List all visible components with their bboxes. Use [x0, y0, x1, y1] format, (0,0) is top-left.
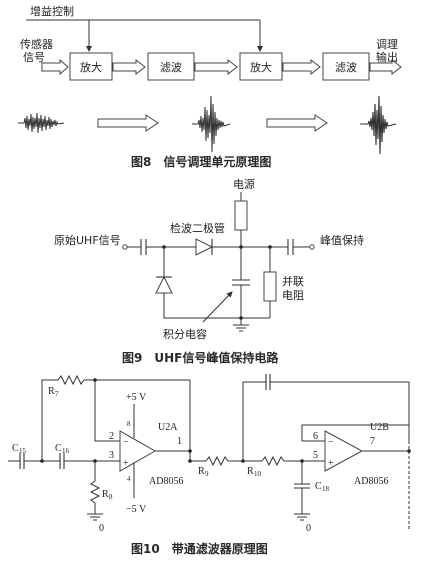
c16-label: C	[55, 443, 62, 454]
fig8-signal-conditioning-diagram: 增益控制 传感器 信号 放大 滤波 放大	[18, 4, 402, 169]
shunt-resistor-label-1: 并联	[282, 274, 304, 288]
block-filter-2-label: 滤波	[335, 61, 357, 74]
pin-4: 4	[127, 475, 131, 483]
svg-text:8: 8	[109, 493, 113, 501]
svg-text:15: 15	[19, 447, 27, 455]
flow-arrow	[282, 58, 321, 76]
resistor-r10	[261, 455, 285, 467]
shunt-resistor-label-2: 电阻	[282, 289, 304, 302]
ground-symbol	[294, 488, 310, 521]
pin-8: 8	[127, 420, 131, 428]
pin-1: 1	[177, 436, 182, 447]
r7-label: R	[48, 386, 55, 397]
r10-label: R	[247, 466, 254, 477]
c18-label: C	[315, 481, 322, 492]
vminus-label: −5 V	[126, 504, 147, 515]
gnd-b-label: 0	[306, 523, 311, 534]
pin-5: 5	[313, 450, 318, 461]
gain-control-label: 增益控制	[30, 4, 74, 18]
flow-arrow	[97, 114, 159, 132]
power-supply-label: 电源	[233, 177, 255, 191]
shunt-diode	[155, 275, 173, 294]
pin-7: 7	[370, 436, 375, 447]
opamp-u2b: − +	[324, 430, 364, 472]
uhf-input-label: 原始UHF信号	[54, 233, 121, 247]
r9-label: R	[198, 466, 205, 477]
input-terminal	[122, 244, 128, 250]
waveform-raw	[18, 112, 65, 134]
waveform-amplified	[192, 95, 231, 153]
flow-arrow	[266, 114, 328, 132]
fig9-peak-hold-circuit: 电源 检波二极管 原始UHF信号 峰值保持	[54, 177, 364, 365]
fig10-caption: 图10 带通滤波器原理图	[131, 541, 268, 556]
resistor-r7	[57, 374, 85, 386]
fig9-caption: 图9 UHF信号峰值保持电路	[122, 350, 279, 365]
block-filter-1-label: 滤波	[160, 61, 182, 74]
shunt-resistor	[263, 271, 277, 302]
pin-2: 2	[109, 431, 114, 442]
output-label-2: 输出	[376, 50, 398, 64]
sensor-signal-label-1: 传感器	[20, 38, 53, 51]
svg-text:+: +	[123, 458, 129, 469]
chip-b-label: AD8056	[354, 476, 388, 487]
svg-text:10: 10	[254, 470, 262, 478]
flow-arrow	[112, 58, 146, 76]
ground-symbol	[87, 503, 103, 521]
fig8-caption: 图8 信号调理单元原理图	[131, 154, 271, 169]
svg-text:18: 18	[322, 485, 330, 493]
pin-6: 6	[313, 431, 318, 442]
sensor-signal-label-2: 信号	[23, 51, 45, 64]
power-resistor	[234, 200, 248, 231]
waveform-conditioned	[360, 95, 397, 155]
fig10-bandpass-filter-circuit: C 15 C 16 R 7 R 8 0 − + 2 3	[8, 374, 411, 556]
capacitor-c15	[19, 453, 25, 469]
output-terminal	[309, 244, 315, 250]
svg-text:−: −	[123, 437, 129, 448]
detector-diode-label: 检波二极管	[170, 221, 225, 235]
c15-label: C	[12, 443, 19, 454]
flow-arrow	[41, 58, 69, 76]
svg-text:16: 16	[62, 447, 70, 455]
block-amp-1-label: 放大	[80, 60, 102, 74]
flow-arrow	[369, 58, 402, 76]
u2b-label: U2B	[370, 422, 389, 433]
svg-text:−: −	[328, 437, 334, 448]
capacitor-c17	[265, 374, 271, 390]
integrating-capacitor	[232, 279, 250, 286]
block-filter-2: 滤波	[322, 52, 370, 81]
vplus-label: +5 V	[126, 392, 147, 403]
chip-a-label: AD8056	[149, 476, 183, 487]
capacitor-c16	[59, 453, 65, 469]
ground-symbol	[233, 318, 249, 332]
output-label-1: 调理	[376, 38, 398, 51]
u2a-label: U2A	[158, 422, 178, 433]
input-coupling-capacitor	[140, 239, 147, 255]
pin-3: 3	[109, 450, 114, 461]
block-amplifier-2: 放大	[239, 52, 283, 81]
svg-text:7: 7	[55, 390, 59, 398]
svg-text:+: +	[328, 458, 334, 469]
integrating-cap-label: 积分电容	[163, 327, 207, 341]
detector-diode	[195, 238, 214, 256]
resistor-r8	[89, 480, 101, 504]
output-coupling-capacitor	[287, 239, 294, 255]
resistor-r9	[205, 455, 229, 467]
gnd-a-label: 0	[99, 523, 104, 534]
block-amp-2-label: 放大	[250, 60, 272, 74]
svg-text:9: 9	[205, 470, 209, 478]
flow-arrow	[194, 58, 238, 76]
opamp-u2a: − +	[119, 430, 157, 472]
block-amplifier-1: 放大	[69, 52, 113, 81]
capacitor-c18	[294, 483, 310, 489]
r8-label: R	[102, 489, 109, 500]
block-filter-1: 滤波	[147, 52, 195, 81]
peak-hold-label: 峰值保持	[320, 233, 364, 247]
